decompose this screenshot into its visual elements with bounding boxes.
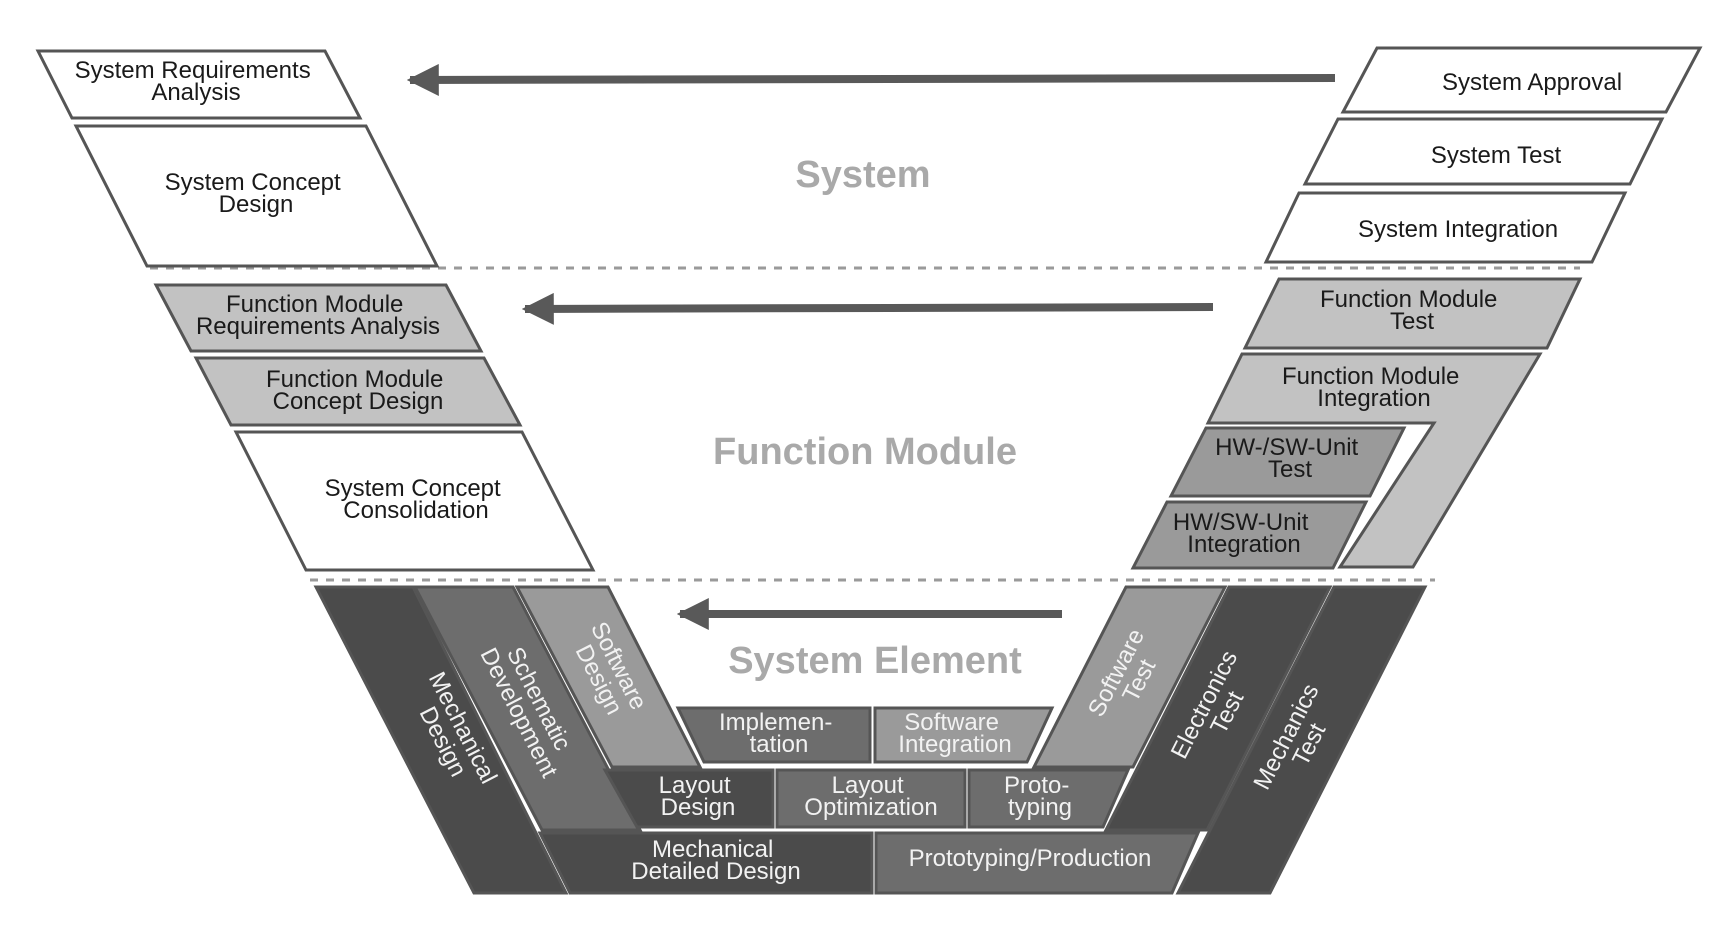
box-mechanical-detailed-design: Mechanical Detailed Design (537, 831, 874, 895)
box-electronics-test: Electronics Test (1103, 585, 1333, 832)
svg-text:System Requirements Anal: System Requirements Analysis (75, 57, 318, 106)
svg-text:System Approval: System Approval (1442, 69, 1622, 96)
svg-text:System Concept Design: System Concept Design (165, 169, 348, 218)
box-system-concept-consolidation: System Concept Consolidation (233, 430, 596, 572)
svg-text:System Test: System Test (1431, 142, 1562, 169)
svg-text:Prototyping/Production: Prototyping/Production (909, 845, 1152, 872)
svg-text:Proto- typing: Proto- typing (1004, 772, 1076, 821)
svg-text:System Integration: System Integration (1358, 216, 1558, 243)
svg-text:Function Module Integrat: Function Module Integration (1282, 363, 1466, 412)
box-software-integration: Software Integration (873, 706, 1055, 764)
box-system-integration: System Integration (1263, 191, 1628, 264)
box-hw-sw-unit-integration: HW/SW-Unit Integration (1130, 500, 1369, 570)
box-function-module-integration: Function Module Integration (1205, 352, 1543, 569)
box-mechanical-design: Mechanical Design (313, 585, 569, 895)
level-label-system: System (795, 154, 930, 196)
svg-text:Mechanical Detailed Desi: Mechanical Detailed Design (631, 836, 800, 885)
box-function-module-test: Function Module Test (1242, 277, 1583, 350)
level-label-function-module: Function Module (713, 431, 1017, 473)
box-function-module-requirements-analysis: Function Module Requirements Analysis (153, 283, 484, 353)
box-layout-design: Layout Design (602, 768, 775, 829)
level-label-system-element: System Element (728, 640, 1022, 682)
svg-text:Implemen- tation: Implemen- tation (719, 709, 839, 758)
svg-text:Software Integration: Software Integration (898, 709, 1011, 758)
svg-text:HW-/SW-Unit Test: HW-/SW-Unit Test (1215, 434, 1365, 483)
box-schematic-development: Schematic Development (412, 585, 643, 832)
box-prototyping: Proto- typing (967, 768, 1131, 829)
box-system-approval: System Approval (1340, 46, 1703, 114)
svg-text:Function Module Requirem: Function Module Requirements Analysis (196, 291, 440, 340)
svg-text:Function Module Concept: Function Module Concept Design (266, 366, 450, 415)
box-hw-sw-unit-test: HW-/SW-Unit Test (1168, 426, 1407, 498)
box-mechanics-test: Mechanics Test (1175, 585, 1428, 895)
box-system-test: System Test (1302, 117, 1665, 186)
box-system-concept-design: System Concept Design (73, 124, 440, 268)
box-layout-optimization: Layout Optimization (775, 768, 967, 829)
box-implementation: Implemen- tation (675, 706, 872, 764)
svg-text:System Concept Consolida: System Concept Consolidation (325, 475, 508, 524)
arrow-system-level (406, 63, 1336, 96)
arrow-function-level (521, 292, 1214, 325)
box-system-requirements-analysis: System Requirements Analysis (35, 49, 363, 120)
box-function-module-concept-design: Function Module Concept Design (193, 356, 523, 427)
svg-text:HW/SW-Unit Integration: HW/SW-Unit Integration (1173, 509, 1315, 558)
svg-text:Layout Design: Layout Design (659, 772, 738, 821)
svg-text:Layout Optimization: Layout Optimization (804, 772, 937, 821)
svg-text:Function Module Test: Function Module Test (1320, 286, 1504, 335)
box-prototyping-production: Prototyping/Production (874, 831, 1201, 895)
